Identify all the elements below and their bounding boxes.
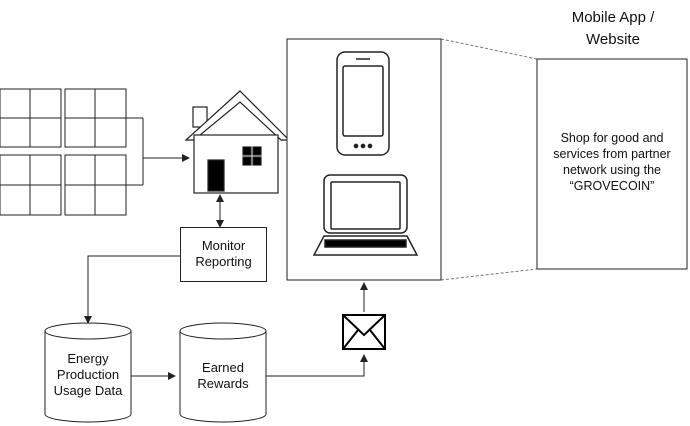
smartphone-icon <box>336 51 390 156</box>
monitor-reporting-label: Monitor Reporting <box>180 238 267 270</box>
app-title-line2: Website <box>586 31 640 48</box>
rewards-label-line2: Rewards <box>197 376 249 391</box>
envelope-icon <box>342 314 386 350</box>
laptop-icon <box>312 174 419 256</box>
shop-text: Shop for good and services from partner … <box>540 130 684 194</box>
energy-label-line3: Usage Data <box>53 383 123 398</box>
app-title: Mobile App / Website <box>548 7 678 51</box>
monitor-label-line2: Reporting <box>195 254 252 269</box>
shop-text-line3: network using the <box>563 163 661 177</box>
panel-connector-lines <box>126 117 190 186</box>
energy-database-cylinder <box>44 322 132 423</box>
rewards-label-line1: Earned <box>202 360 244 375</box>
monitor-reporting-box <box>180 227 267 282</box>
shop-text-line1: Shop for good and <box>560 131 664 145</box>
energy-label: Energy Production Usage Data <box>45 351 131 399</box>
app-title-line1: Mobile App / <box>571 9 655 26</box>
solar-panel-bottom-right-icon <box>64 154 127 216</box>
shop-box <box>536 58 688 270</box>
rewards-database-cylinder <box>179 322 267 423</box>
shop-text-line4: “GROVECOIN” <box>569 179 655 193</box>
callout-dotted-lines <box>440 38 538 281</box>
rewards-label: Earned Rewards <box>180 360 266 392</box>
monitor-energy-connector <box>84 255 180 324</box>
house-icon <box>184 90 291 194</box>
shop-text-line2: services from partner <box>553 147 671 161</box>
monitor-label-line1: Monitor <box>201 238 246 253</box>
energy-label-line1: Energy <box>67 351 109 366</box>
solar-panel-bottom-left-icon <box>0 154 62 216</box>
rewards-email-connector <box>266 354 368 377</box>
solar-panel-top-right-icon <box>64 88 127 148</box>
solar-panel-top-left-icon <box>0 88 62 148</box>
energy-label-line2: Production <box>56 367 120 382</box>
